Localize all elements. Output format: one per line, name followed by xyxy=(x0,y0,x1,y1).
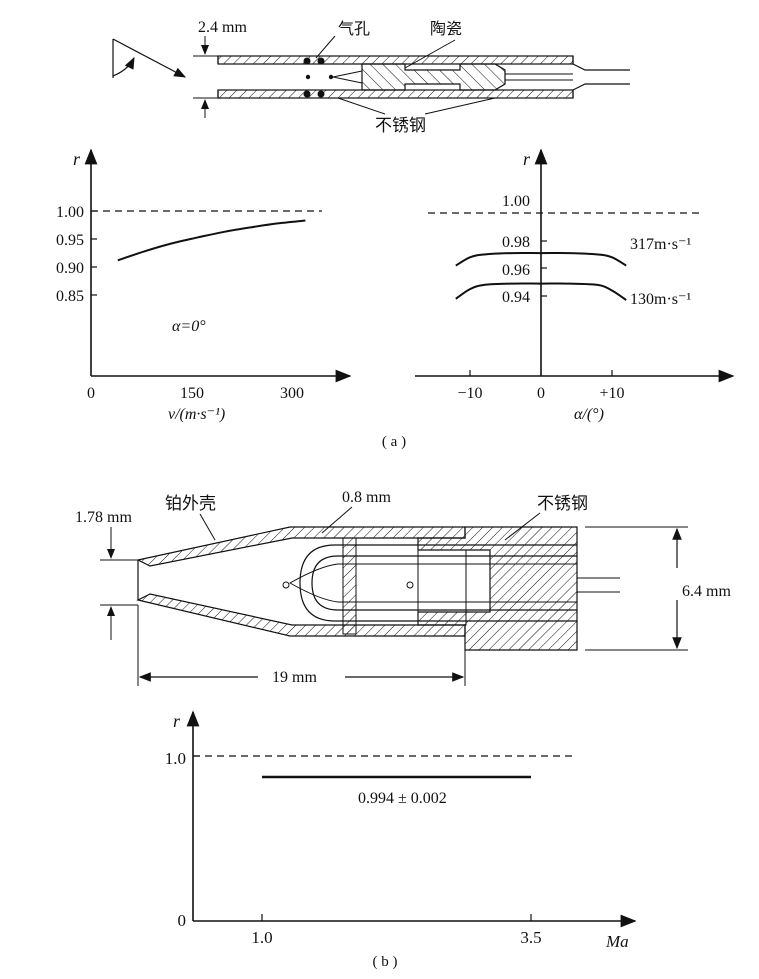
y-tick-label: 1.0 xyxy=(165,749,186,768)
probe-a-hole-label: 气孔 xyxy=(338,19,370,38)
y-tick-label: 0.90 xyxy=(56,260,84,277)
y-tick-label: 1.00 xyxy=(56,204,84,221)
steel-label: 不锈钢 xyxy=(537,494,588,514)
y-axis-label: r xyxy=(523,149,531,169)
series-label: 317m·s⁻¹ xyxy=(630,236,691,253)
y-axis-label: r xyxy=(173,711,181,731)
x-tick-label: 150 xyxy=(180,385,204,402)
chart-a-left: r 1.00 0.95 0.90 0.85 0 150 300 v/(m·s⁻¹… xyxy=(56,148,352,423)
wall-label: 0.8 mm xyxy=(342,489,391,506)
x-tick-label: +10 xyxy=(599,385,624,402)
y-tick-label: 0.98 xyxy=(502,234,530,251)
probe-a-ceramic-label: 陶瓷 xyxy=(430,19,462,38)
probe-a-diagram: 2.4 mm 气孔 陶瓷 不锈钢 xyxy=(112,19,630,136)
x-tick-label: 3.5 xyxy=(520,928,541,947)
x-tick-label: 0 xyxy=(87,385,95,402)
x-axis-label: v/(m·s⁻¹) xyxy=(168,406,225,423)
caption-b: ( b ) xyxy=(373,954,398,970)
series-label: 130m·s⁻¹ xyxy=(630,291,691,308)
y-tick-label: 0.85 xyxy=(56,288,84,305)
diameter-label: 6.4 mm xyxy=(682,583,731,600)
y-axis-label: r xyxy=(73,149,81,169)
series-line xyxy=(117,219,306,262)
inlet-label: 1.78 mm xyxy=(75,509,132,526)
y-tick-label: 0.94 xyxy=(502,289,530,306)
caption-a: ( a ) xyxy=(382,434,406,450)
x-axis-label: α/(°) xyxy=(574,406,604,423)
x-tick-label: 1.0 xyxy=(251,928,272,947)
probe-a-dim-label: 2.4 mm xyxy=(198,19,247,36)
y-tick-label: 0.96 xyxy=(502,262,530,279)
probe-a-steel-label: 不锈钢 xyxy=(375,116,426,136)
y-tick-label: 0.95 xyxy=(56,232,84,249)
chart-b: r 1.0 0 1.0 3.5 Ma 0.994 ± 0.002 xyxy=(165,710,637,951)
x-tick-label: 300 xyxy=(280,385,304,402)
y-tick-label: 0 xyxy=(178,911,187,930)
value-label: 0.994 ± 0.002 xyxy=(358,790,447,807)
y-tick-label: 1.00 xyxy=(502,193,530,210)
series-line xyxy=(455,282,627,301)
x-axis-label: Ma xyxy=(605,932,629,951)
series-line xyxy=(455,252,627,267)
x-tick-label: 0 xyxy=(537,385,545,402)
annotation: α=0° xyxy=(172,318,206,335)
x-tick-label: −10 xyxy=(457,385,482,402)
length-label: 19 mm xyxy=(272,669,317,686)
probe-b-diagram: 铂外壳 0.8 mm 不锈钢 1.78 mm 6.4 mm 19 mm xyxy=(75,489,731,686)
shell-label: 铂外壳 xyxy=(165,494,216,514)
chart-a-right: r 1.00 0.98 0.96 0.94 −10 0 +10 α/(°) 31… xyxy=(415,148,735,423)
